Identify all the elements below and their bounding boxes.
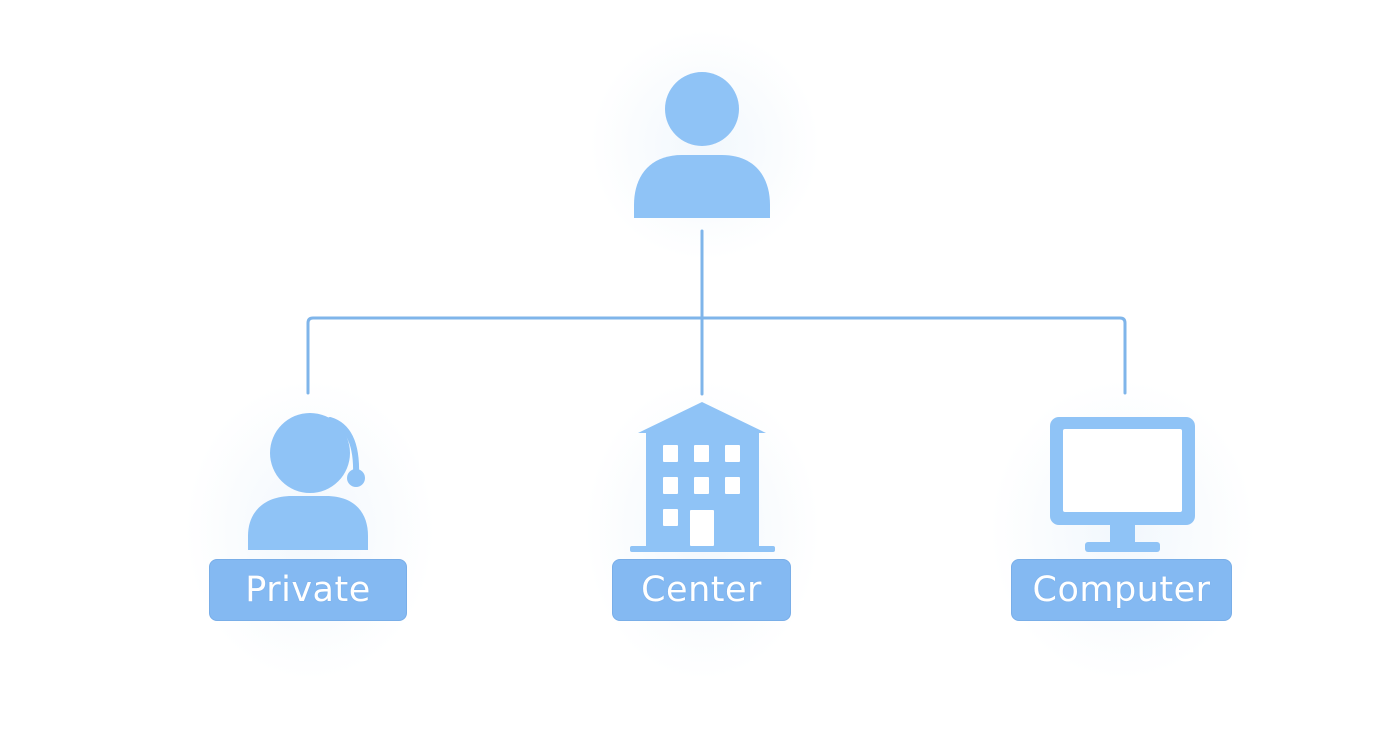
connectors (306, 229, 1127, 396)
user-icon (634, 72, 770, 218)
building-icon (630, 402, 775, 552)
computer-label: Computer (1011, 559, 1232, 621)
headset-user-icon (248, 413, 368, 550)
center-label: Center (612, 559, 791, 621)
private-label: Private (209, 559, 407, 621)
monitor-icon (1050, 417, 1195, 552)
branch-connector (306, 316, 1127, 395)
